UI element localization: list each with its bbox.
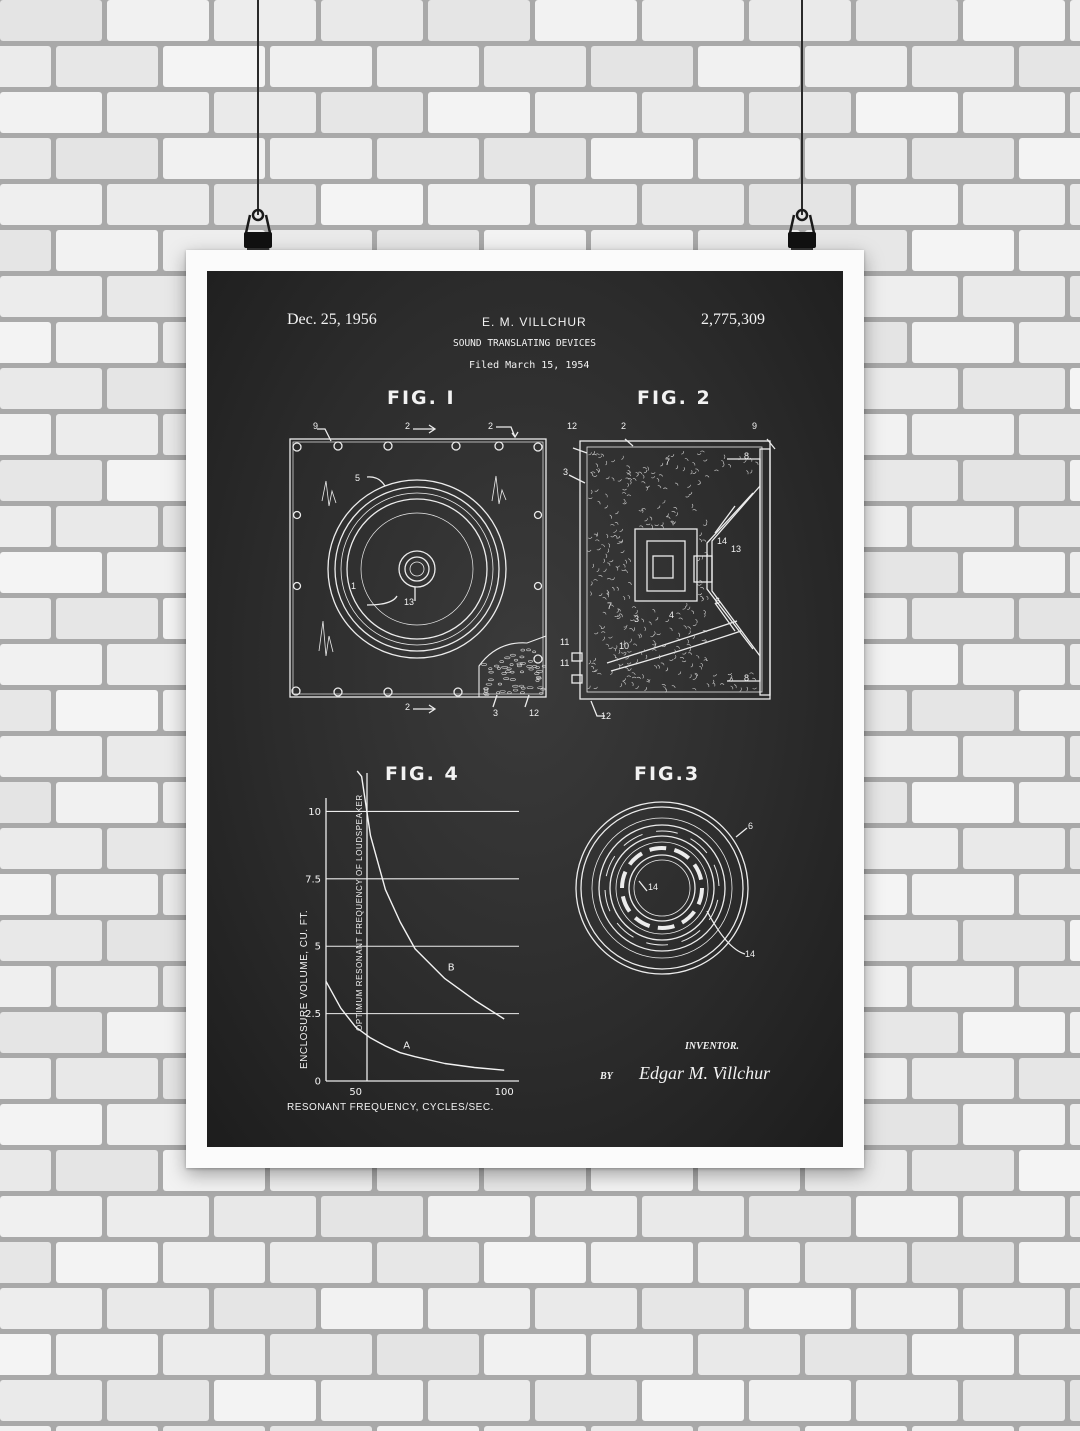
filed-date: Filed March 15, 1954 (469, 360, 590, 371)
y-tick-label: 5 (315, 942, 321, 953)
inventor-caption: INVENTOR. (685, 1041, 739, 1052)
fig1-ref-numeral: 2 (488, 421, 494, 431)
patent-date: Dec. 25, 1956 (287, 311, 377, 328)
chart-y-axis-label: ENCLOSURE VOLUME, CU. FT. (299, 909, 310, 1069)
fig1-ref-numeral: 12 (529, 708, 540, 718)
fig2-ref-numeral: 7 (607, 601, 613, 611)
fig3-ref-numeral: 6 (748, 821, 754, 831)
y-tick-label: 10 (308, 807, 321, 818)
patent-title: SOUND TRANSLATING DEVICES (453, 338, 596, 349)
fig2-ref-numeral: 3 (563, 467, 569, 477)
series-label-A: A (403, 1041, 410, 1052)
fig2-ref-numeral: 12 (567, 421, 578, 431)
fig2-ref-numeral: 6 (715, 596, 721, 606)
fig2-ref-numeral: 13 (731, 544, 742, 554)
fig1-ref-numeral: 5 (355, 473, 361, 483)
fig1-ref-numeral: 9 (313, 421, 319, 431)
hanging-wire-left (257, 0, 259, 215)
hanging-wire-right (801, 0, 803, 215)
fig3-ref-numeral: 14 (745, 949, 756, 959)
series-line-A (325, 980, 505, 1071)
fig3-ref-numeral: 14 (648, 882, 659, 892)
fig1-ref-numeral: 2 (405, 421, 411, 431)
fig2-ref-numeral: 7 (665, 457, 671, 467)
fig1-ref-numeral: 2 (405, 702, 411, 712)
fig2-label: FIG. 2 (637, 387, 712, 409)
fig2-ref-numeral: 4 (669, 610, 675, 620)
fig3-label: FIG.3 (634, 763, 701, 785)
patent-number: 2,775,309 (701, 311, 765, 328)
fig1-ref-numeral: 1 (351, 581, 357, 591)
fig2-ref-numeral: 3 (634, 614, 640, 624)
inventor-signature: Edgar M. Villchur (639, 1063, 771, 1083)
chart-x-axis-label: RESONANT FREQUENCY, CYCLES/SEC. (287, 1102, 494, 1113)
series-label-B: B (448, 963, 455, 974)
x-tick-label: 50 (349, 1087, 362, 1098)
optimum-frequency-annotation: OPTIMUM RESONANT FREQUENCY OF LOUDSPEAKE… (355, 794, 364, 1031)
y-tick-label: 7.5 (305, 874, 321, 885)
fig2-ref-numeral: 12 (601, 711, 612, 721)
fig1-ref-numeral: 13 (404, 597, 415, 607)
fig1-ref-numeral: 3 (493, 708, 499, 718)
fig2-ref-numeral: 9 (752, 421, 758, 431)
inventor-name-header: E. M. VILLCHUR (482, 315, 587, 329)
fig1-label: FIG. I (387, 387, 456, 409)
chalkboard-patent-print: Dec. 25, 1956 E. M. VILLCHUR SOUND TRANS… (207, 271, 843, 1147)
fig2-ref-numeral: 11 (560, 637, 570, 647)
fig2-ref-numeral: 8 (744, 451, 750, 461)
by-label: BY (600, 1071, 613, 1082)
y-tick-label: 0 (315, 1077, 321, 1088)
fig4-label: FIG. 4 (385, 763, 460, 785)
fig2-ref-numeral: 8 (744, 673, 750, 683)
fig2-ref-numeral: 2 (621, 421, 627, 431)
series-line-B (356, 770, 505, 1020)
fig2-ref-numeral: 10 (619, 641, 630, 651)
fig2-ref-numeral: 14 (717, 536, 728, 546)
fig2-ref-numeral: 11 (560, 658, 570, 668)
x-tick-label: 100 (495, 1087, 514, 1098)
